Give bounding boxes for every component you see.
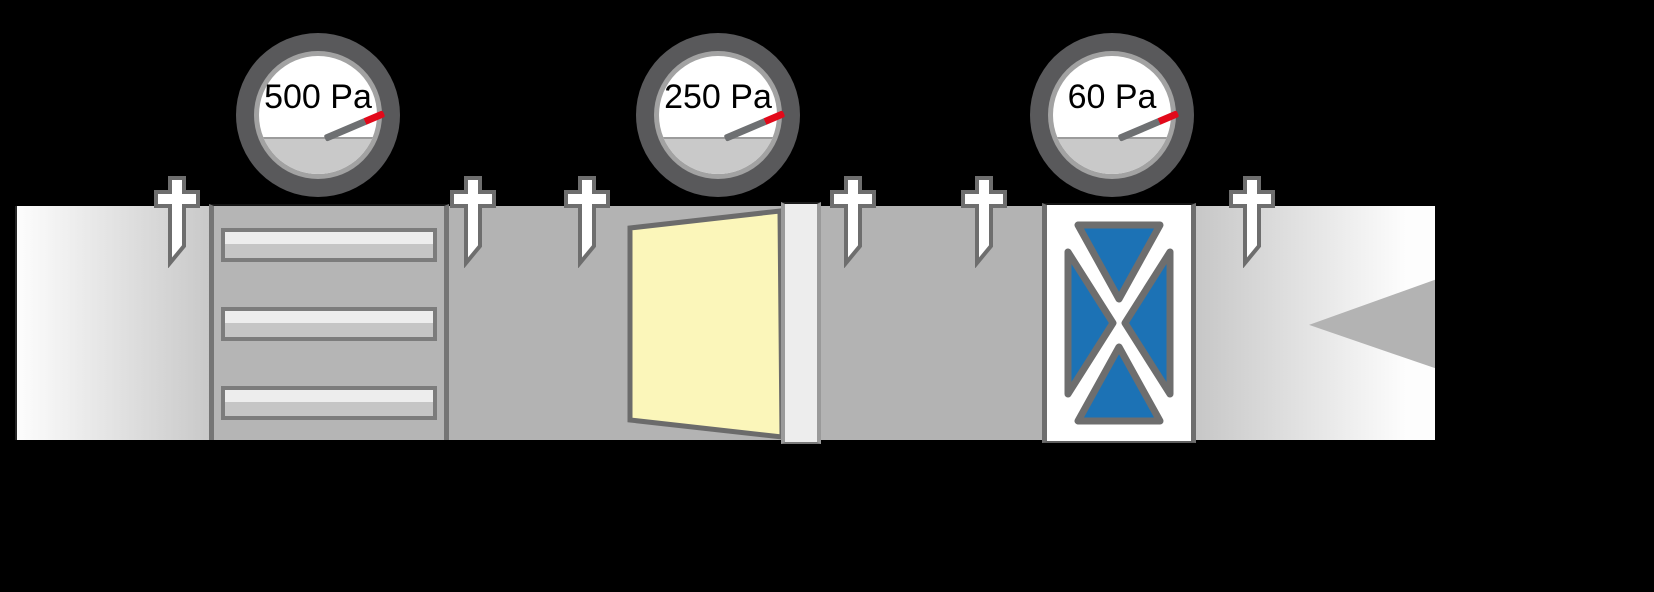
fan-blade-right bbox=[1121, 248, 1174, 398]
fan-icon bbox=[1064, 221, 1174, 425]
gauge-reading: 500 Pa bbox=[264, 78, 372, 116]
gauge-face bbox=[259, 56, 377, 174]
bag-filter-panel bbox=[627, 208, 785, 440]
fan-blade-left bbox=[1064, 248, 1117, 398]
pressure-gauge-1: 500 Pa bbox=[236, 33, 400, 197]
louver-slat bbox=[221, 228, 437, 262]
pressure-tap-icon bbox=[1229, 176, 1275, 268]
duct bbox=[15, 202, 1435, 444]
gauge-reading: 60 Pa bbox=[1067, 78, 1157, 116]
gauge-lower-segment bbox=[1053, 137, 1171, 174]
pressure-gauge-2: 250 Pa bbox=[636, 33, 800, 197]
pressure-tap-icon bbox=[830, 176, 876, 268]
bag-filter-icon bbox=[627, 208, 785, 440]
gauge-face bbox=[1053, 56, 1171, 174]
filter-frame-strip bbox=[781, 202, 821, 444]
louver-slat bbox=[221, 386, 437, 420]
fan-blade-top bbox=[1074, 221, 1164, 303]
gauge-lower-segment bbox=[259, 137, 377, 174]
pressure-gauge-3: 60 Pa bbox=[1030, 33, 1194, 197]
gauge-reading: 250 Pa bbox=[664, 78, 772, 116]
pressure-tap-icon bbox=[450, 176, 496, 268]
gauge-lower-segment bbox=[659, 137, 777, 174]
louver-prefilter-section bbox=[209, 204, 449, 440]
fan-blade-bottom bbox=[1074, 343, 1164, 425]
pressure-tap-icon bbox=[564, 176, 610, 268]
pressure-tap-icon bbox=[154, 176, 200, 268]
gauge-face bbox=[659, 56, 777, 174]
louver-slat bbox=[221, 307, 437, 341]
fan-section bbox=[1042, 203, 1196, 443]
pressure-tap-icon bbox=[961, 176, 1007, 268]
